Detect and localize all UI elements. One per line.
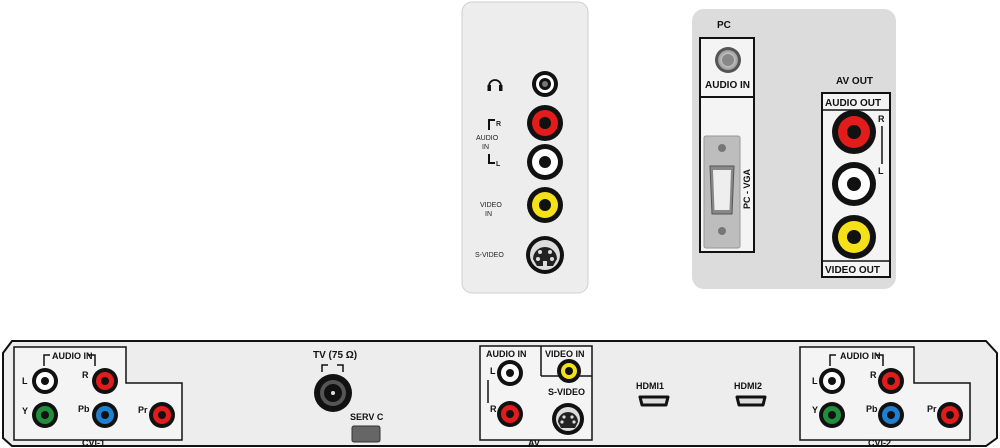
side-svideo-jack[interactable] [526,236,564,274]
av-audio-r-jack[interactable] [497,401,523,427]
side-panel-bg [461,1,589,294]
cvi1-pb-jack[interactable] [92,402,118,428]
av-audio-l-jack[interactable] [497,360,523,386]
av-out-r-label: R [878,114,885,124]
tv-symbol [321,364,344,372]
av-group-label: AV [528,438,540,448]
cvi2-pr-jack[interactable] [937,402,963,428]
av-svideo-jack[interactable] [552,403,584,435]
side-video-label: VIDEO [480,202,502,209]
cvi1-pr-label: Pr [138,405,148,415]
cvi1-audio-l-jack[interactable] [32,368,58,394]
cvi2-y-jack[interactable] [819,402,845,428]
av-out-l-label: L [878,166,884,176]
headphone-icon [487,79,503,91]
av-out-title: AV OUT [836,76,873,87]
side-l-label: L [496,161,501,168]
bottom-panel: AUDIO IN L R Y Pb Pr CVI-1 TV (75 Ω) SER… [2,340,998,448]
hdmi1-port[interactable] [638,395,670,407]
cvi1-l-label: L [22,376,28,386]
audio-out-l-jack[interactable] [832,162,876,206]
av-svideo-label: S-VIDEO [548,387,585,397]
serv-label: SERV C [350,412,384,422]
cvi1-pb-label: Pb [78,404,90,414]
hdmi1-label: HDMI1 [636,381,664,391]
av-l-label: L [490,366,496,376]
cvi1-pr-jack[interactable] [149,402,175,428]
cvi2-pr-label: Pr [927,404,937,414]
cvi2-group-label: CVI-2 [868,438,891,448]
side-panel: R AUDIO IN L VIDEO IN S-VIDEO [461,1,589,294]
hdmi2-label: HDMI2 [734,381,762,391]
hdmi2-port[interactable] [735,395,767,407]
side-in-label: IN [482,144,489,151]
cvi1-group-label: CVI-1 [82,438,105,448]
pc-panel: PC AUDIO IN PC - VGA AV OUT AUDIO OUT R … [692,9,896,289]
cvi2-r-label: R [870,370,877,380]
audio-l-bracket [488,154,495,164]
video-out-label: VIDEO OUT [825,265,880,276]
av-r-label: R [490,404,497,414]
serv-port[interactable] [351,425,381,443]
audio-out-r-jack[interactable] [832,110,876,154]
vga-port[interactable] [703,135,741,249]
headphone-jack[interactable] [532,71,558,97]
audio-out-label: AUDIO OUT [825,98,881,109]
side-audio-label: AUDIO [476,135,499,142]
av-video-in-jack[interactable] [557,359,581,383]
cvi2-pb-label: Pb [866,404,878,414]
pc-audio-in-jack[interactable] [715,47,741,73]
cvi1-y-jack[interactable] [32,402,58,428]
vga-label: PC - VGA [742,168,752,209]
tv-antenna-jack[interactable] [314,374,352,412]
cvi1-audio-in-label: AUDIO IN [52,351,93,361]
pc-audio-in-label: AUDIO IN [705,80,750,91]
side-video-in-label: IN [485,211,492,218]
side-svideo-label: S-VIDEO [475,252,504,259]
cvi2-audio-r-jack[interactable] [878,368,904,394]
tv-label: TV (75 Ω) [313,350,357,361]
cvi2-audio-in-label: AUDIO IN [840,351,881,361]
cvi1-r-label: R [82,370,89,380]
av-audio-in-label: AUDIO IN [486,349,527,359]
cvi1-y-label: Y [22,406,28,416]
side-video-jack[interactable] [527,187,563,223]
audio-r-bracket [488,119,495,130]
cvi1-audio-r-jack[interactable] [92,368,118,394]
side-audio-r-jack[interactable] [527,105,563,141]
av-group: AUDIO IN VIDEO IN L R S-VIDEO AV [479,345,593,448]
side-audio-l-jack[interactable] [527,144,563,180]
av-video-in-label: VIDEO IN [545,349,585,359]
cvi1-group: AUDIO IN L R Y Pb Pr CVI-1 [13,346,183,448]
pc-title: PC [717,20,731,31]
cvi2-group: AUDIO IN L R Y Pb Pr CVI-2 [799,346,971,448]
video-out-jack[interactable] [832,215,876,259]
cvi2-audio-l-jack[interactable] [819,368,845,394]
cvi2-y-label: Y [812,405,818,415]
cvi2-pb-jack[interactable] [878,402,904,428]
side-r-label: R [496,121,501,128]
cvi2-l-label: L [812,376,818,386]
